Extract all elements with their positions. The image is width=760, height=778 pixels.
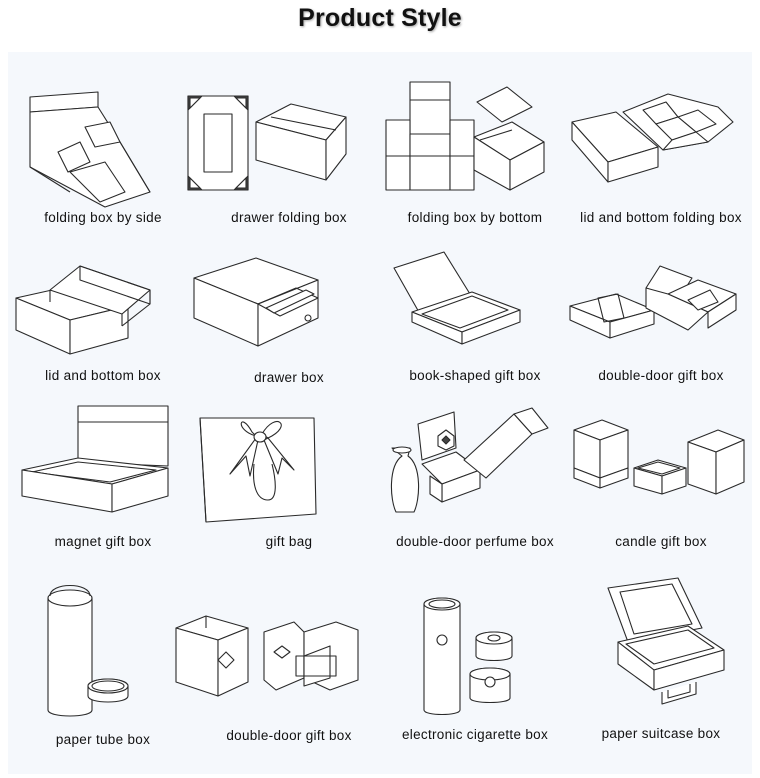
product-label: double-door gift box [598,368,724,383]
product-card: paper tube box [10,582,196,752]
double-door-perfume-box-illustration [390,407,549,513]
product-card: gift bag [196,404,382,574]
folding-box-by-side-illustration [29,91,151,208]
drawer-folding-box-illustration [187,95,347,191]
product-card: candle gift box [568,404,754,574]
page-title: Product Style [298,4,462,32]
double-door-gift-box-2-illustration [175,615,359,697]
product-card: book-shaped gift box [382,251,568,428]
product-label: lid and bottom box [45,368,161,383]
product-card: double-door gift box [568,258,754,428]
product-card: drawer folding box [187,82,382,252]
paper-suitcase-box-illustration [607,577,725,705]
product-label: double-door gift box [226,728,352,743]
product-label: gift bag [265,534,313,549]
electronic-cigarette-box-illustration [423,597,513,716]
product-card: folding box by side [10,82,196,252]
product-card: magnet gift box [10,404,196,574]
product-label: double-door perfume box [396,534,554,549]
product-card: double-door gift box [175,582,382,752]
drawer-box-illustration [193,257,319,347]
product-card: lid and bottom folding box [568,82,754,252]
product-label: magnet gift box [54,534,152,549]
folding-box-by-bottom-illustration [385,81,545,191]
product-card: paper suitcase box [568,577,754,752]
product-label: drawer folding box [231,210,347,225]
product-label: paper suitcase box [601,726,721,741]
product-label: candle gift box [615,534,707,549]
lid-and-bottom-folding-box-illustration [571,93,734,183]
product-label: folding box by bottom [407,210,543,225]
product-grid: folding box by side drawer folding box [8,52,752,774]
candle-gift-box-illustration [573,419,745,495]
product-card: folding box by bottom [382,81,568,252]
magnet-gift-box-illustration [21,405,169,513]
product-card: double-door perfume box [382,404,568,574]
product-label: lid and bottom folding box [580,210,742,225]
product-label: drawer box [254,370,324,385]
product-card: drawer box [193,257,382,428]
gift-bag-illustration [199,417,317,523]
product-card: lid and bottom box [10,258,196,428]
product-label: electronic cigarette box [401,727,549,742]
product-label: paper tube box [55,732,151,747]
product-label: book-shaped gift box [409,368,541,383]
product-card: electronic cigarette box [382,582,568,752]
book-shaped-gift-box-illustration [393,251,521,345]
double-door-gift-box-illustration [569,265,737,339]
paper-tube-box-illustration [47,585,129,717]
lid-and-bottom-box-illustration [15,265,151,355]
product-label: folding box by side [44,210,162,225]
